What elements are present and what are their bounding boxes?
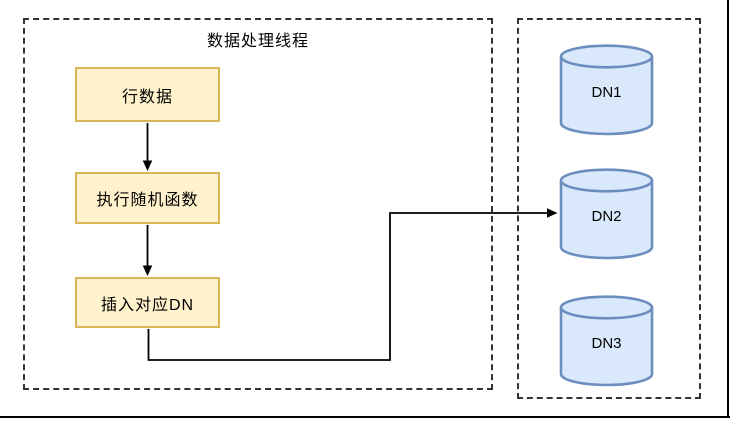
dn3-database-node: DN3 <box>559 295 654 387</box>
database-cylinder-icon <box>559 168 654 260</box>
process-step-row-data: 行数据 <box>75 67 220 122</box>
database-cylinder-icon <box>559 295 654 387</box>
database-label: DN3 <box>591 334 622 352</box>
dn-container: DN1 DN2 DN3 <box>517 18 701 399</box>
process-step-execute-random-function: 执行随机函数 <box>75 172 220 224</box>
process-step-insert-into-dn: 插入对应DN <box>75 277 220 328</box>
database-label: DN2 <box>591 207 622 225</box>
process-step-label: 执行随机函数 <box>96 192 199 209</box>
process-step-label: 行数据 <box>121 88 173 106</box>
dn2-database-node: DN2 <box>559 168 654 260</box>
process-step-label: 插入对应DN <box>100 296 195 314</box>
database-label: DN1 <box>591 83 622 101</box>
processing-thread-container: 数据处理线程 行数据 执行随机函数 插入对应DN <box>23 18 493 390</box>
database-cylinder-icon <box>559 44 654 136</box>
processing-thread-title: 数据处理线程 <box>206 33 309 50</box>
window-border-bottom <box>0 416 730 418</box>
dn1-database-node: DN1 <box>559 44 654 136</box>
window-border-right <box>727 0 729 418</box>
